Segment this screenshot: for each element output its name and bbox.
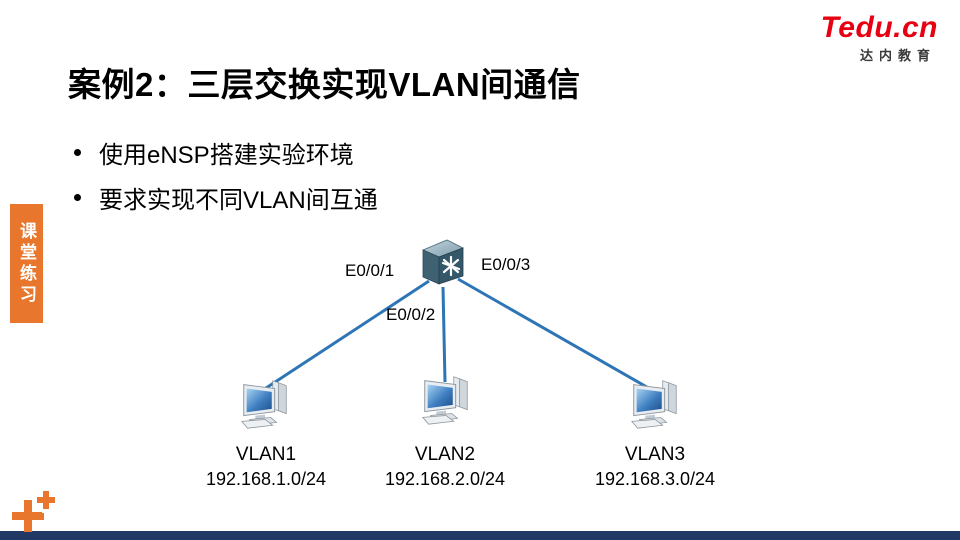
pc-label: VLAN3 192.168.3.0/24 xyxy=(570,442,740,492)
vlan-subnet: 192.168.3.0/24 xyxy=(594,469,716,489)
tedu-logo: Tedu.cn 达内教育 xyxy=(821,12,938,64)
vlan-name: VLAN3 xyxy=(624,444,686,465)
pc-icon xyxy=(236,376,294,432)
plus-icon xyxy=(12,500,44,532)
port-label: E0/0/3 xyxy=(481,255,531,274)
logo-sub-text: 达内教育 xyxy=(859,48,936,63)
footer-bar xyxy=(0,531,960,540)
bullet-dot xyxy=(74,149,81,156)
port-label: E0/0/2 xyxy=(386,305,436,324)
vlan-subnet: 192.168.2.0/24 xyxy=(384,469,506,489)
pc-icon xyxy=(417,372,475,428)
plus-decoration xyxy=(0,476,70,540)
bullet-list: 使用eNSP搭建实验环境 要求实现不同VLAN间互通 xyxy=(74,130,378,220)
plus-icon xyxy=(37,491,55,509)
bullet-text: 要求实现不同VLAN间互通 xyxy=(99,187,378,214)
vlan-name: VLAN1 xyxy=(235,444,297,465)
logo-brand-text: Tedu.cn xyxy=(820,11,938,44)
pc-icon xyxy=(626,376,684,432)
pc-label: VLAN2 192.168.2.0/24 xyxy=(360,442,530,492)
switch-icon xyxy=(417,236,469,288)
vlan-subnet: 192.168.1.0/24 xyxy=(205,469,327,489)
bullet-dot xyxy=(74,194,81,201)
bullet-item: 要求实现不同VLAN间互通 xyxy=(74,175,378,220)
vlan-name: VLAN2 xyxy=(414,444,476,465)
port-label: E0/0/1 xyxy=(345,261,395,280)
side-tab: 课堂练习 xyxy=(10,204,43,323)
pc-label: VLAN1 192.168.1.0/24 xyxy=(181,442,351,492)
bullet-text: 使用eNSP搭建实验环境 xyxy=(99,142,354,169)
page-title: 案例2：三层交换实现VLAN间通信 xyxy=(68,66,581,103)
side-tab-label: 课堂练习 xyxy=(17,221,36,306)
bullet-item: 使用eNSP搭建实验环境 xyxy=(74,130,378,175)
